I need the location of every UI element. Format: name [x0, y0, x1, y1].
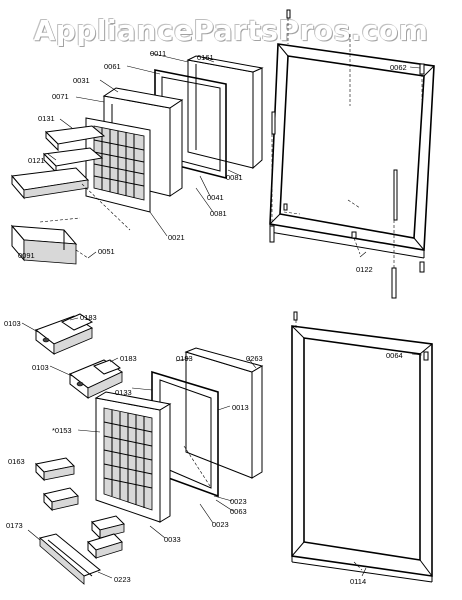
upper-bin-0081	[11, 167, 90, 200]
label-0183-a: 0183	[80, 313, 97, 322]
label-0023-b: 0023	[212, 520, 229, 529]
lower-door-frame	[291, 311, 433, 583]
lower-bin-0163	[34, 457, 76, 482]
upper-bin-0091	[10, 224, 78, 265]
label-0061: 0061	[104, 62, 121, 71]
lower-bin-small-b	[91, 515, 125, 540]
upper-door-frame	[269, 34, 435, 259]
label-0051: 0051	[98, 247, 115, 256]
label-0131: 0131	[38, 114, 55, 123]
label-0103-b: 0103	[32, 363, 49, 372]
label-0091: 0091	[18, 251, 35, 260]
upper-leaders	[39, 52, 242, 259]
label-0013: 0013	[232, 403, 249, 412]
lower-bin-0183-mid	[69, 359, 124, 400]
label-0133: 0133	[115, 388, 132, 397]
label-0011: 0011	[150, 49, 166, 58]
label-0223: 0223	[114, 575, 131, 584]
label-0263: 0263	[246, 354, 263, 363]
label-0033: 0033	[164, 535, 181, 544]
label-0114: 0114	[350, 577, 366, 586]
label-0021: 0021	[168, 233, 185, 242]
lower-bin-small-a	[43, 487, 79, 512]
label-0183-b: 0183	[120, 354, 137, 363]
lower-bin-0183-top	[34, 313, 94, 356]
upper-shelf-0121	[42, 147, 104, 174]
label-0153: *0153	[52, 426, 72, 435]
upper-shelf-rack	[85, 117, 151, 213]
label-0031: 0031	[73, 76, 90, 85]
label-0063: 0063	[230, 507, 247, 516]
label-0064: 0064	[386, 351, 403, 360]
upper-hinges-screws	[269, 9, 425, 299]
lower-leaders	[21, 317, 257, 579]
label-0193: 0193	[176, 354, 193, 363]
lower-bin-small-c	[87, 533, 123, 560]
lower-bin-0173	[38, 533, 101, 585]
watermark: AppliancePartsPros.com	[33, 14, 429, 47]
lower-door-panel-0013	[184, 347, 264, 479]
lower-liner-0153	[94, 391, 172, 523]
label-0103-a: 0103	[4, 319, 21, 328]
upper-door-panel-0161	[186, 55, 264, 170]
label-0041: 0041	[207, 193, 224, 202]
part-labels: 0011 0161 0061 0031 0071 0131 0121 0081 …	[4, 49, 407, 586]
label-0161: 0161	[197, 53, 214, 62]
upper-shelf-0131	[44, 125, 106, 152]
label-0122: 0122	[356, 265, 373, 274]
label-0081-b: 0081	[210, 209, 227, 218]
label-0023-a: 0023	[230, 497, 247, 506]
label-0163: 0163	[8, 457, 25, 466]
label-0062: 0062	[390, 63, 407, 72]
label-0173: 0173	[6, 521, 23, 530]
label-0121: 0121	[28, 156, 45, 165]
label-0071: 0071	[52, 92, 69, 101]
label-0081-a: 0081	[226, 173, 243, 182]
